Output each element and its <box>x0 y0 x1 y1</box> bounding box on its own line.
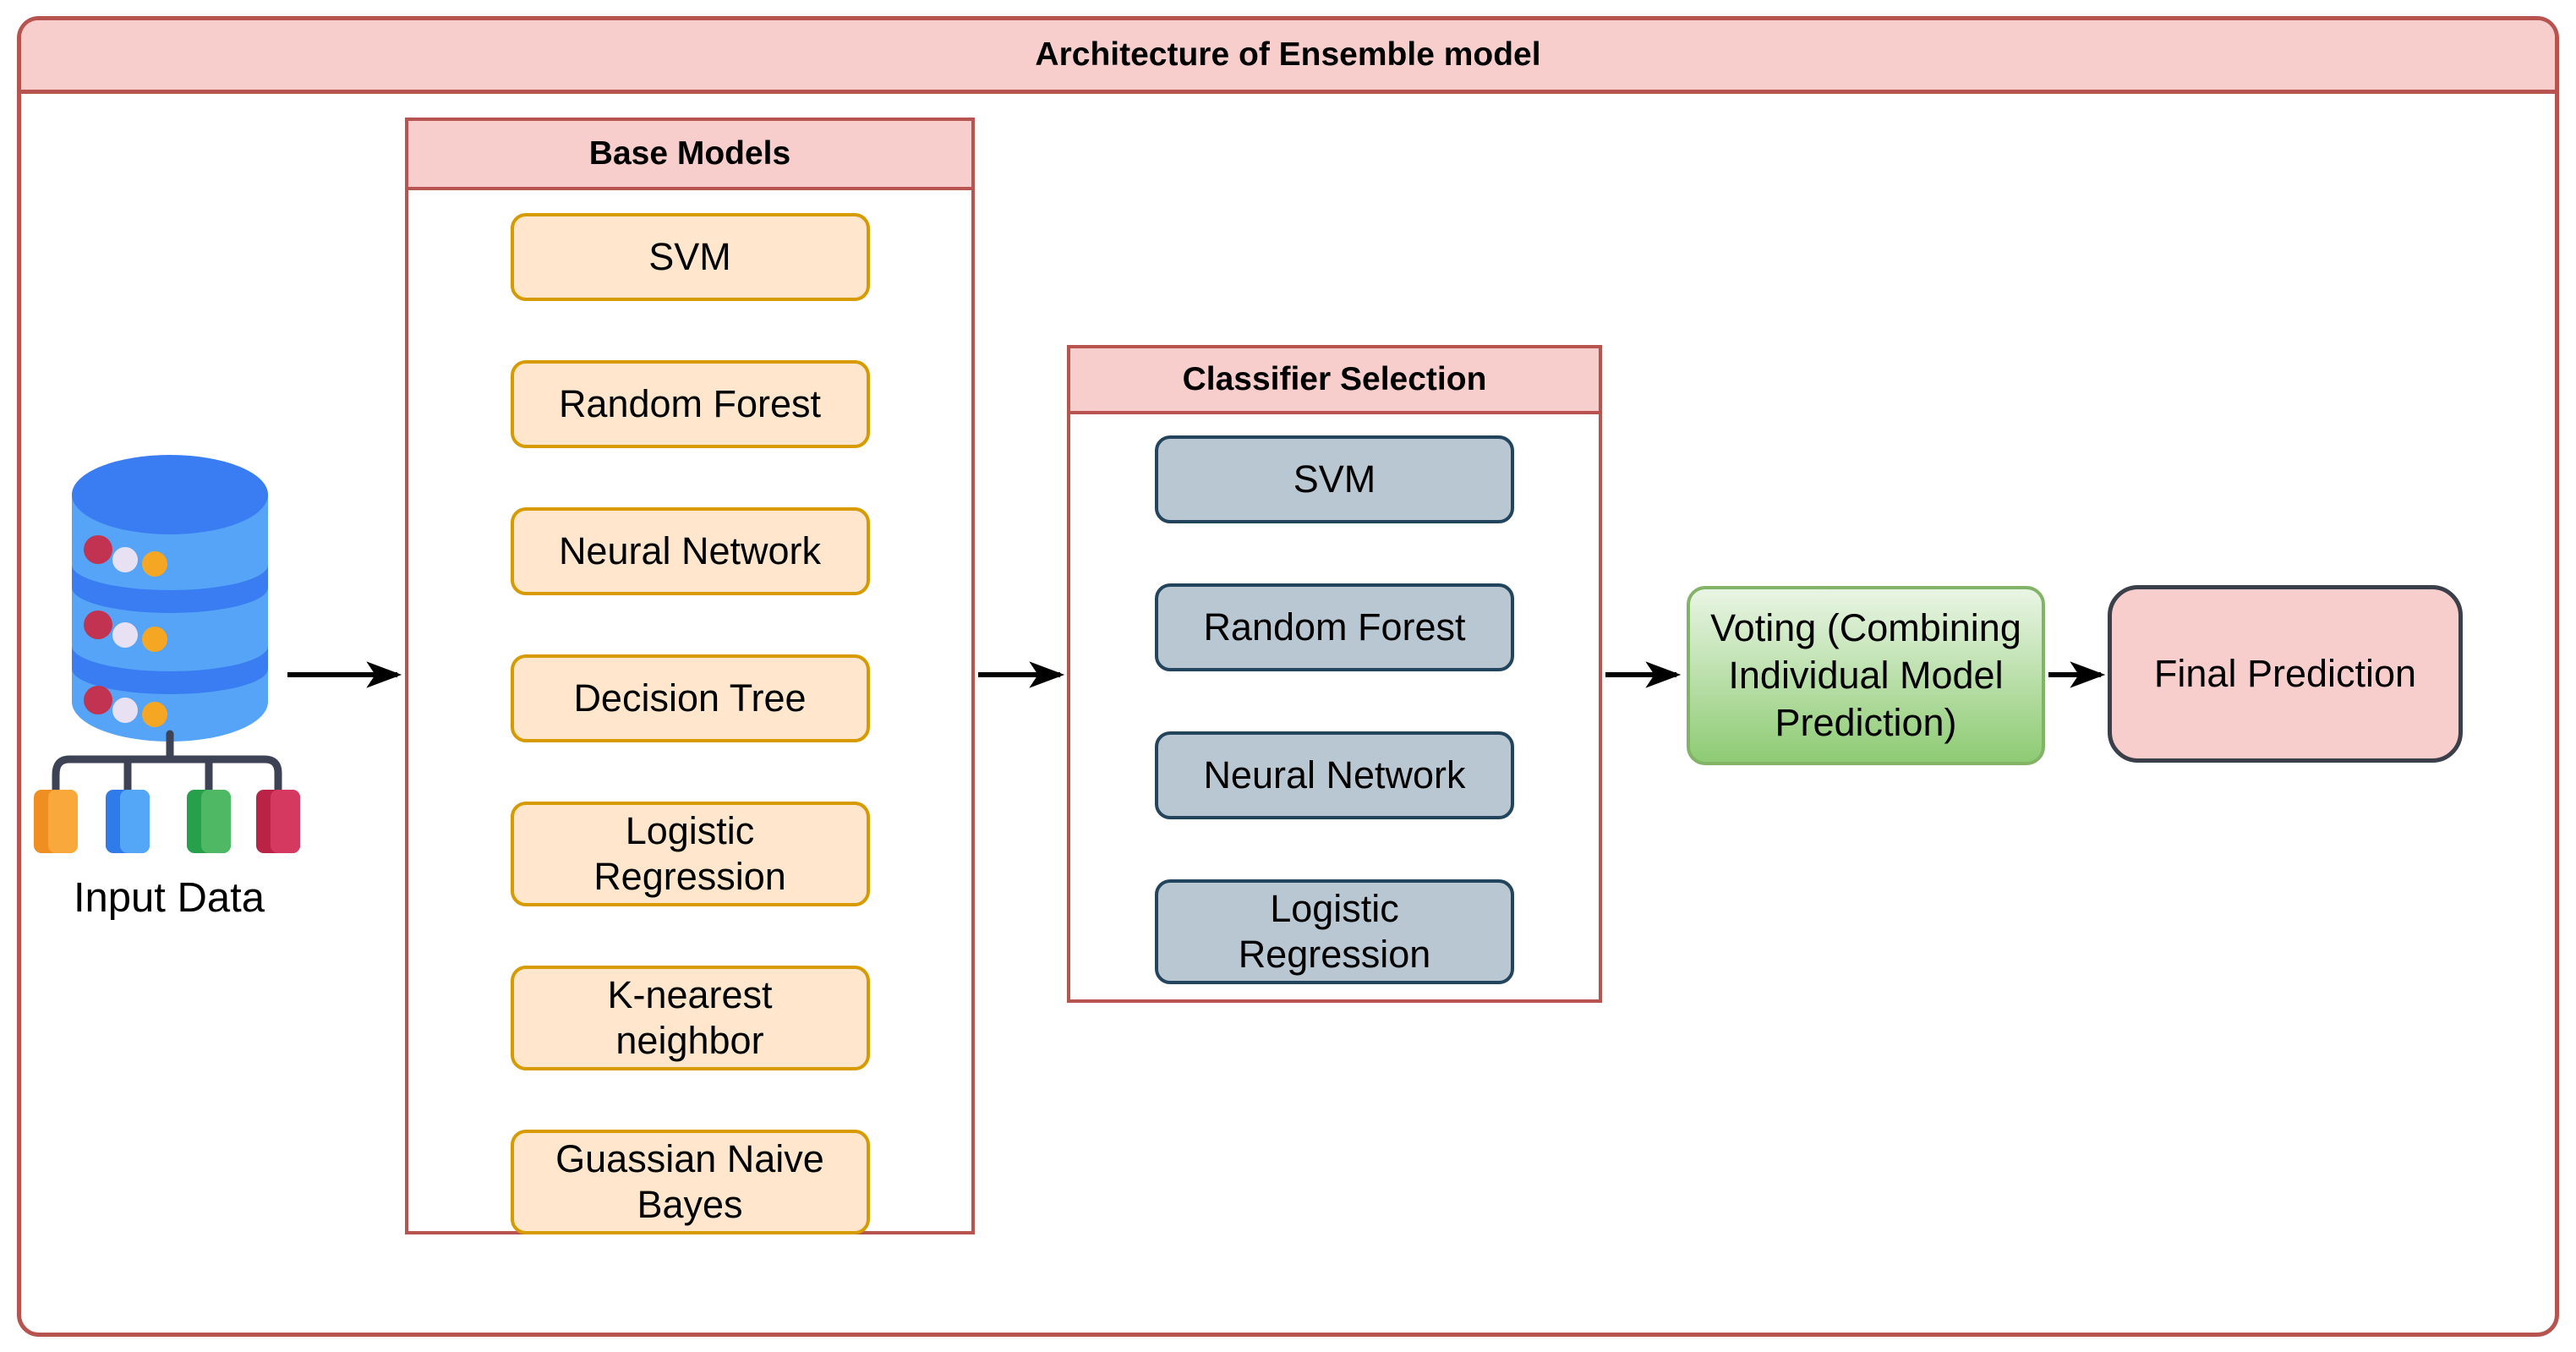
base-model-node: Random Forest <box>510 360 870 448</box>
base-model-node: Decision Tree <box>510 654 870 742</box>
base-models-group: Base Models SVM Random Forest Neural Net… <box>405 118 975 1234</box>
input-data-label: Input Data <box>73 875 265 921</box>
base-model-node: Logistic Regression <box>510 802 870 906</box>
base-model-node: Guassian Naive Bayes <box>510 1130 870 1234</box>
classifier-node: Logistic Regression <box>1155 879 1514 984</box>
classifier-node: Random Forest <box>1155 583 1514 671</box>
classifier-label: Neural Network <box>1203 753 1466 796</box>
base-model-label: K-nearest neighbor <box>607 973 773 1062</box>
base-model-label: Logistic Regression <box>593 809 786 898</box>
classifier-selection-group: Classifier Selection SVM Random Forest N… <box>1067 345 1602 1003</box>
classifier-label: Random Forest <box>1203 605 1466 649</box>
voting-node: Voting (Combining Individual Model Predi… <box>1687 586 2045 765</box>
base-models-list: SVM Random Forest Neural Network Decisio… <box>408 190 971 1234</box>
classifier-selection-list: SVM Random Forest Neural Network Logisti… <box>1070 414 1599 984</box>
base-model-label: Decision Tree <box>573 676 807 720</box>
final-prediction-node: Final Prediction <box>2108 585 2463 763</box>
base-model-node: K-nearest neighbor <box>510 966 870 1070</box>
classifier-label: Logistic Regression <box>1238 887 1431 976</box>
base-model-label: Guassian Naive Bayes <box>555 1137 824 1226</box>
classifier-node: SVM <box>1155 435 1514 523</box>
classifier-selection-header: Classifier Selection <box>1070 348 1599 414</box>
base-model-label: Neural Network <box>558 529 822 572</box>
base-model-node: Neural Network <box>510 507 870 595</box>
base-model-node: SVM <box>510 213 870 301</box>
classifier-label: SVM <box>1293 457 1376 501</box>
diagram-title: Architecture of Ensemble model <box>1035 36 1541 73</box>
base-model-label: Random Forest <box>558 382 822 425</box>
base-model-label: SVM <box>648 235 731 278</box>
diagram-title-bar: Architecture of Ensemble model <box>21 20 2555 94</box>
classifier-node: Neural Network <box>1155 731 1514 819</box>
base-models-header: Base Models <box>408 121 971 190</box>
